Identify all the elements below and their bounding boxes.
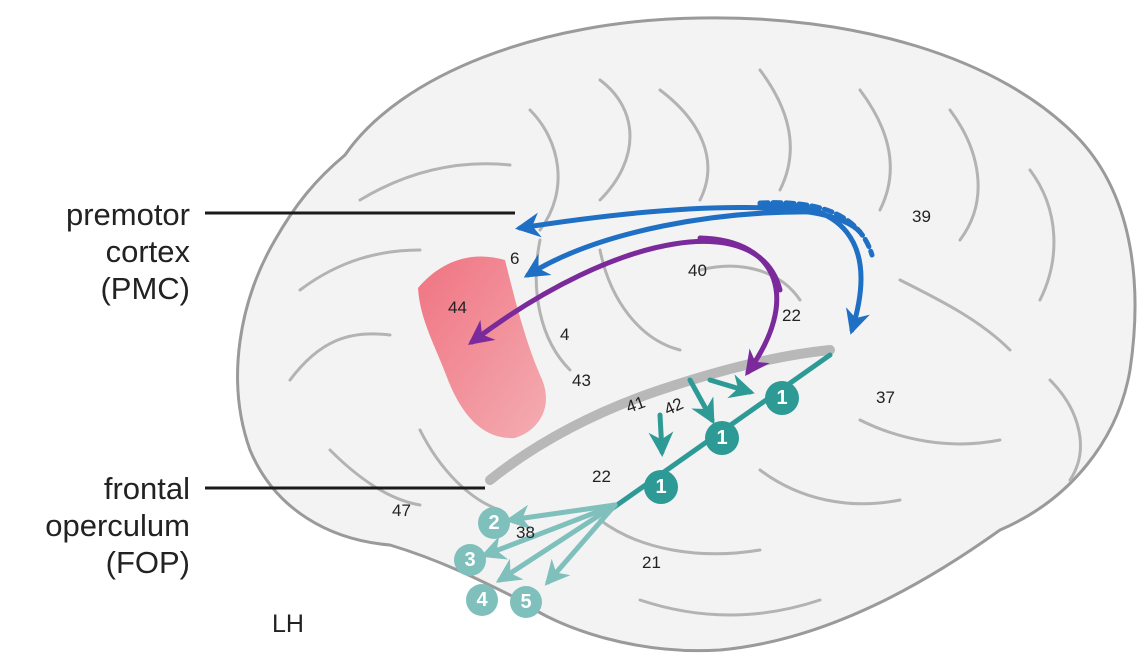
frontal-operculum-label: frontal operculum (FOP) <box>0 470 190 581</box>
ventral-pathway <box>468 235 783 377</box>
blue-arrow-to-area6 <box>523 209 823 278</box>
fop-label-line-3: (FOP) <box>105 545 190 580</box>
svg-text:3: 3 <box>464 549 475 571</box>
svg-text:2: 2 <box>488 512 499 534</box>
area-22-lower-label: 22 <box>592 467 611 486</box>
pmc-label-line-1: premotor <box>65 197 190 232</box>
svg-text:1: 1 <box>716 427 727 449</box>
area-47-label: 47 <box>392 501 411 520</box>
fop-label-line-2: operculum <box>45 508 190 543</box>
svg-text:1: 1 <box>776 387 787 409</box>
hemisphere-label: LH <box>272 610 304 638</box>
stage-1c: 1 <box>644 470 678 504</box>
area-44-region <box>418 256 546 439</box>
svg-text:4: 4 <box>476 589 488 611</box>
stage-1b: 1 <box>705 421 739 455</box>
area-6-label: 6 <box>510 249 519 268</box>
area-4-label: 4 <box>560 325 569 344</box>
area-21-label: 21 <box>642 553 661 572</box>
stage-5: 5 <box>510 586 542 618</box>
stage-3: 3 <box>454 544 486 576</box>
pmc-label-line-2: cortex <box>105 234 190 269</box>
fop-label-line-1: frontal <box>103 471 190 506</box>
svg-text:1: 1 <box>655 476 666 498</box>
stage-2: 2 <box>478 507 510 539</box>
stage-4: 4 <box>466 584 498 616</box>
dorsal-pathway <box>515 200 875 335</box>
pmc-label-line-3: (PMC) <box>100 271 190 306</box>
area-22-upper-label: 22 <box>782 306 801 325</box>
blue-dotted-segment <box>757 200 875 258</box>
stream-branches <box>480 502 618 586</box>
area-43-label: 43 <box>572 371 591 390</box>
area-37-label: 37 <box>876 388 895 407</box>
svg-text:5: 5 <box>520 591 531 613</box>
area-38-label: 38 <box>516 523 535 542</box>
premotor-cortex-label: premotor cortex (PMC) <box>0 196 190 307</box>
purple-arrow-down <box>697 235 780 377</box>
area-39-label: 39 <box>912 207 931 226</box>
stage-1a: 1 <box>765 381 799 415</box>
blue-arrow-to-premotor <box>515 204 863 238</box>
brain-outline <box>236 16 1137 653</box>
area-44-label: 44 <box>448 298 467 317</box>
area-40-label: 40 <box>688 261 707 280</box>
